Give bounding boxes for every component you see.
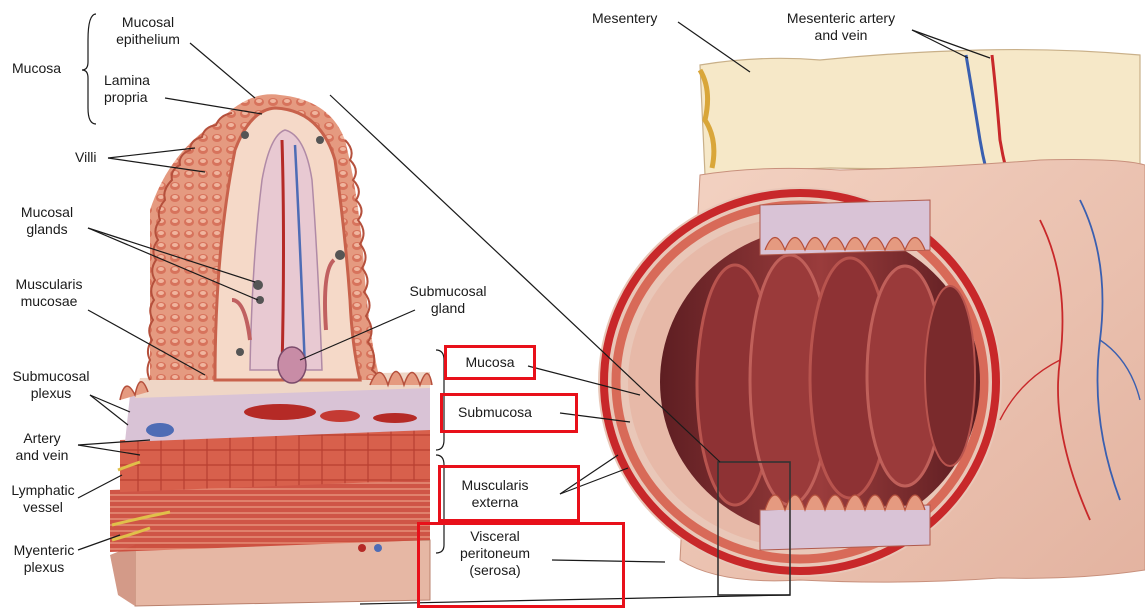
intestine-tube <box>598 50 1145 595</box>
layer-label-muscularis-externa: Muscularis externa <box>438 477 552 511</box>
label-muscularis-mucosae-line1: Muscularis <box>8 276 90 293</box>
label-submucosal-gland-line2: gland <box>398 300 498 317</box>
layer-label-submucosa: Submucosa <box>440 404 550 421</box>
layer-label-mucosa: Mucosa <box>444 354 536 371</box>
label-submucosal-plexus-line1: Submucosal <box>4 368 98 385</box>
layer-label-visceral-peritoneum-line3: (serosa) <box>430 562 560 579</box>
label-mucosal-glands-line1: Mucosal <box>14 204 80 221</box>
label-mucosal-glands: Mucosal glands <box>14 204 80 238</box>
label-mucosal-epithelium-line2: epithelium <box>108 31 188 48</box>
label-lamina-propria-line1: Lamina <box>104 72 150 89</box>
label-lamina-propria: Lamina propria <box>104 72 150 106</box>
label-mesenteric-artery-and-vein-line2: and vein <box>768 27 914 44</box>
label-myenteric-plexus-line1: Myenteric <box>6 542 82 559</box>
label-artery-and-vein: Artery and vein <box>8 430 76 464</box>
label-lymphatic-vessel-line1: Lymphatic <box>6 482 80 499</box>
layer-label-visceral-peritoneum-line1: Visceral <box>430 528 560 545</box>
layer-label-muscularis-externa-line2: externa <box>438 494 552 511</box>
wall-section-block <box>110 372 430 606</box>
layer-label-visceral-peritoneum-line2: peritoneum <box>430 545 560 562</box>
label-mesenteric-artery-and-vein-line1: Mesenteric artery <box>768 10 914 27</box>
label-submucosal-plexus-line2: plexus <box>4 385 98 402</box>
label-mesenteric-artery-and-vein: Mesenteric artery and vein <box>768 10 914 44</box>
label-submucosal-gland: Submucosal gland <box>398 283 498 317</box>
label-villi: Villi <box>75 149 97 166</box>
label-submucosal-plexus: Submucosal plexus <box>4 368 98 402</box>
label-myenteric-plexus-line2: plexus <box>6 559 82 576</box>
label-mucosa: Mucosa <box>12 60 61 77</box>
label-mucosal-epithelium-line1: Mucosal <box>108 14 188 31</box>
label-myenteric-plexus: Myenteric plexus <box>6 542 82 576</box>
label-muscularis-mucosae-line2: mucosae <box>8 293 90 310</box>
layer-label-visceral-peritoneum: Visceral peritoneum (serosa) <box>430 528 560 579</box>
label-mucosal-epithelium: Mucosal epithelium <box>108 14 188 48</box>
label-submucosal-gland-line1: Submucosal <box>398 283 498 300</box>
label-artery-and-vein-line2: and vein <box>8 447 76 464</box>
label-lymphatic-vessel-line2: vessel <box>6 499 80 516</box>
label-muscularis-mucosae: Muscularis mucosae <box>8 276 90 310</box>
label-mesentery: Mesentery <box>592 10 657 27</box>
label-artery-and-vein-line1: Artery <box>8 430 76 447</box>
label-mucosal-glands-line2: glands <box>14 221 80 238</box>
label-lamina-propria-line2: propria <box>104 89 150 106</box>
layer-label-muscularis-externa-line1: Muscularis <box>438 477 552 494</box>
label-lymphatic-vessel: Lymphatic vessel <box>6 482 80 516</box>
